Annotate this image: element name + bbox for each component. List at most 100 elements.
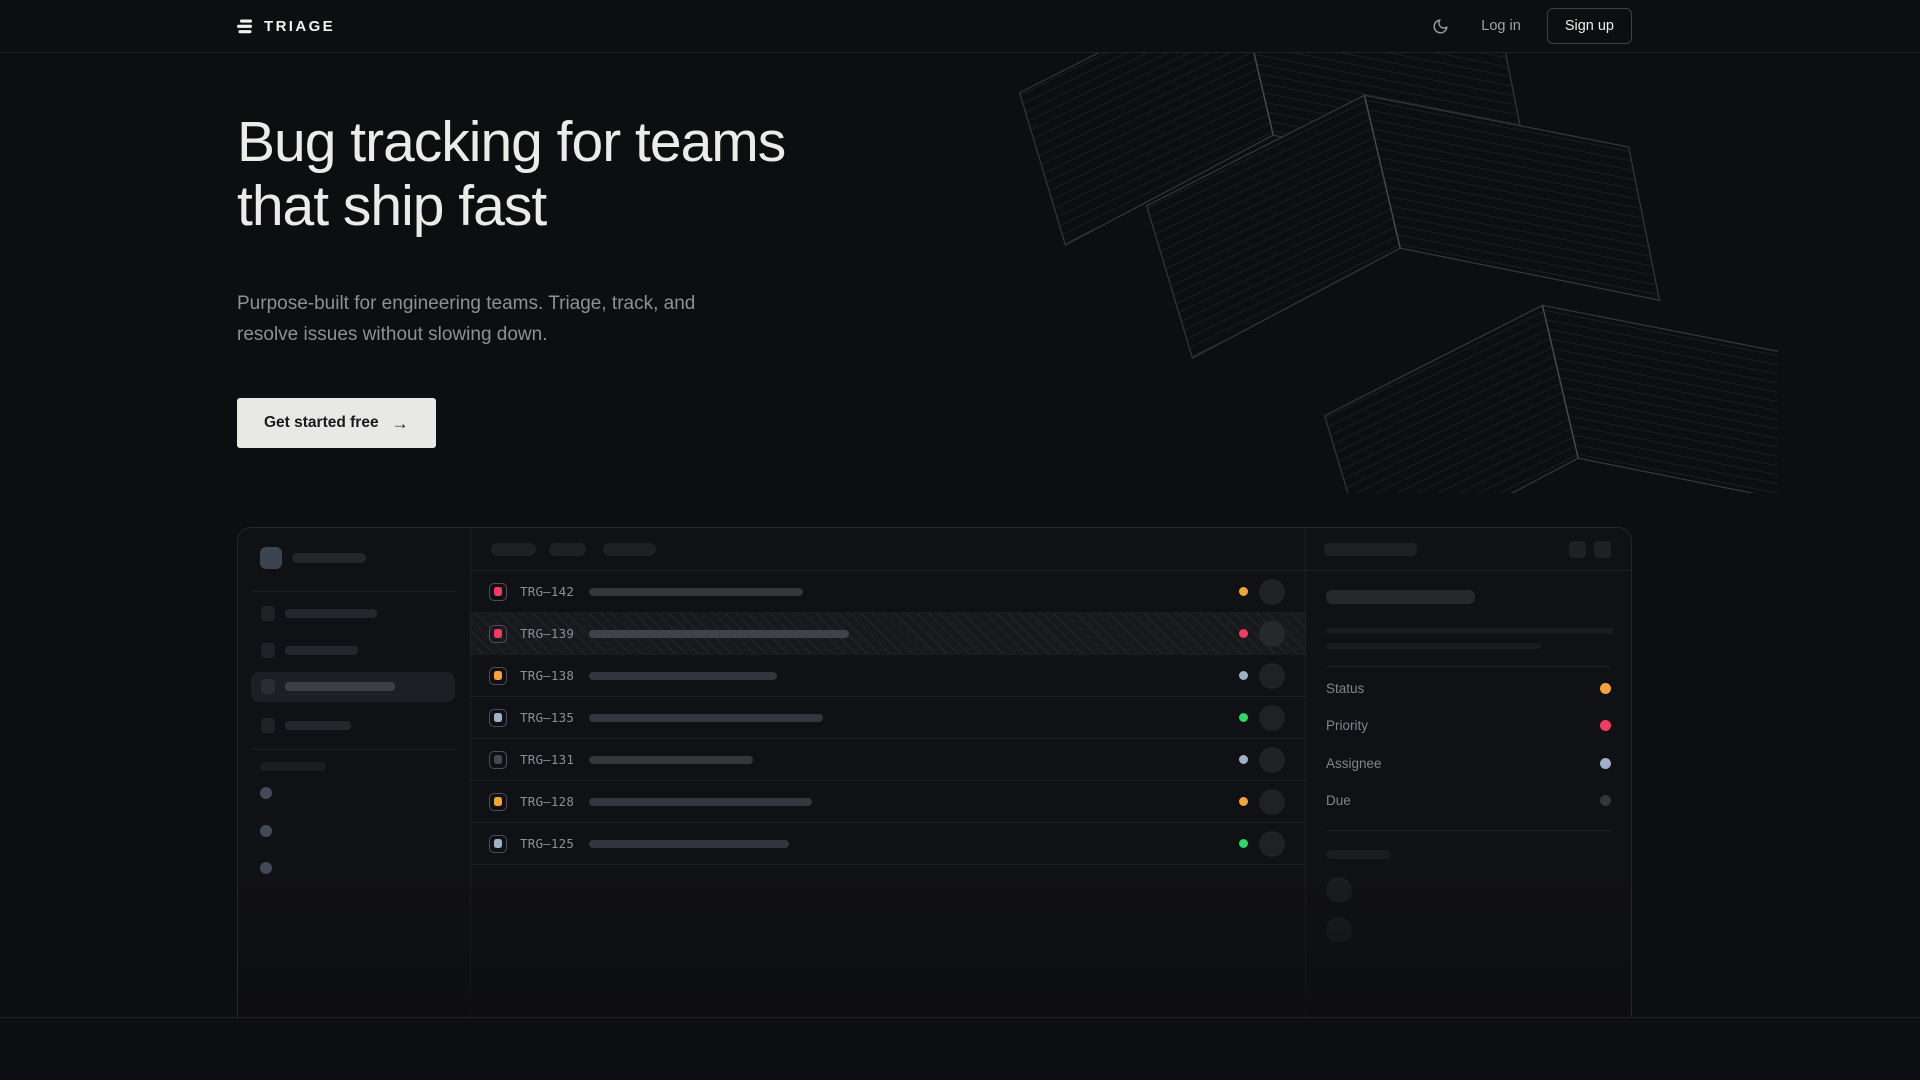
- decoration-3d-wireframes: [988, 53, 1778, 493]
- sidebar-nav-label-skeleton: [285, 646, 358, 655]
- issue-status-icon: [489, 582, 507, 601]
- issue-title-skeleton: [589, 755, 754, 764]
- activity-avatar-skeleton: [1326, 877, 1352, 903]
- moon-icon: [1432, 18, 1449, 35]
- detail-field-value-dot: [1600, 795, 1611, 806]
- detail-field-row: Status: [1306, 670, 1631, 706]
- issue-title-skeleton: [589, 713, 824, 722]
- activity-avatar-skeleton: [1326, 917, 1352, 943]
- filter-pill-skeleton: [491, 543, 536, 556]
- detail-breadcrumb-skeleton: [1324, 543, 1417, 556]
- issue-list-panel: TRG–142 TRG–139 TRG–138 TRG–135: [471, 528, 1305, 1017]
- hero-title-line2: that ship fast: [237, 174, 547, 238]
- detail-field-label: Assignee: [1326, 755, 1382, 771]
- arrow-right-icon: →: [391, 413, 409, 433]
- hero-title-line1: Bug tracking for teams: [237, 110, 786, 174]
- app-mockup-card: TRG–142 TRG–139 TRG–138 TRG–135: [237, 527, 1632, 1017]
- issue-priority-dot: [1239, 713, 1248, 722]
- sidebar-label-dot: [260, 862, 272, 874]
- issue-priority-dot: [1239, 839, 1248, 848]
- issue-row: TRG–128: [471, 781, 1305, 823]
- sidebar-nav-label-skeleton: [285, 721, 351, 730]
- sidebar-nav-icon-skeleton: [261, 606, 275, 621]
- detail-field-value-dot: [1600, 682, 1611, 694]
- issue-title-skeleton: [589, 671, 778, 680]
- filter-pill-skeleton: [603, 543, 656, 556]
- sidebar-active-label-skeleton: [285, 682, 395, 691]
- sidebar-nav-icon-skeleton: [261, 643, 275, 658]
- issue-title-skeleton: [589, 839, 790, 848]
- issue-status-icon: [489, 666, 507, 685]
- detail-field-label: Status: [1326, 680, 1365, 696]
- filter-pill-skeleton: [549, 543, 586, 556]
- issue-status-icon: [489, 792, 507, 811]
- activity-label-skeleton: [1326, 850, 1391, 859]
- issue-priority-dot: [1239, 671, 1248, 680]
- issue-priority-dot: [1239, 797, 1248, 806]
- detail-description-skeleton: [1326, 643, 1541, 649]
- detail-description-skeleton: [1326, 628, 1613, 634]
- sidebar-section-skeleton: [260, 762, 326, 771]
- assignee-avatar: [1259, 746, 1285, 773]
- issue-list-header: [471, 528, 1305, 571]
- issue-detail-panel: Status Priority Assignee Due: [1305, 528, 1631, 1017]
- issue-row: TRG–139: [471, 613, 1305, 655]
- issue-row-meta: [1239, 746, 1305, 773]
- brand-name: TRIAGE: [264, 17, 336, 35]
- detail-field-label: Due: [1326, 793, 1351, 808]
- issue-priority-dot: [1239, 587, 1248, 596]
- issue-id: TRG–131: [520, 752, 575, 767]
- top-navigation: TRIAGE Log in Sign up: [0, 0, 1920, 53]
- assignee-avatar: [1259, 704, 1285, 731]
- detail-field-value-dot: [1600, 720, 1611, 731]
- theme-toggle-button[interactable]: [1423, 9, 1457, 43]
- sidebar-label-dot: [260, 825, 272, 837]
- issue-row-meta: [1239, 662, 1305, 689]
- issue-row: TRG–138: [471, 655, 1305, 697]
- issue-id: TRG–135: [520, 710, 575, 725]
- detail-field-value-dot: [1600, 757, 1611, 769]
- issue-id: TRG–139: [520, 626, 575, 641]
- detail-title-skeleton: [1326, 590, 1475, 604]
- assignee-avatar: [1259, 830, 1285, 857]
- login-link[interactable]: Log in: [1481, 18, 1521, 34]
- detail-divider: [1326, 666, 1611, 667]
- issue-row-meta: [1239, 788, 1305, 815]
- issue-row: TRG–135: [471, 697, 1305, 739]
- sidebar-workspace-skeleton: [292, 553, 366, 563]
- assignee-avatar: [1259, 578, 1285, 605]
- issue-rows: TRG–142 TRG–139 TRG–138 TRG–135: [471, 571, 1305, 865]
- get-started-label: Get started free: [264, 414, 379, 431]
- issue-id: TRG–142: [520, 584, 575, 599]
- issue-priority-dot: [1239, 755, 1248, 764]
- sidebar-nav-label-skeleton: [285, 609, 377, 618]
- issue-title-skeleton: [589, 797, 813, 806]
- issue-title-skeleton: [589, 587, 804, 596]
- assignee-avatar: [1259, 620, 1285, 647]
- issue-row-meta: [1239, 578, 1305, 605]
- triage-bars-logo-icon: [237, 19, 253, 34]
- signup-button[interactable]: Sign up: [1546, 8, 1632, 44]
- issue-id: TRG–125: [520, 836, 575, 851]
- get-started-button[interactable]: Get started free →: [237, 398, 436, 448]
- detail-field-row: Due: [1306, 783, 1631, 819]
- issue-row-meta: [1239, 830, 1305, 857]
- detail-divider: [1326, 830, 1611, 831]
- detail-field-row: Assignee: [1306, 745, 1631, 781]
- mockup-sidebar: [238, 528, 471, 1017]
- issue-id: TRG–128: [520, 794, 575, 809]
- issue-id: TRG–138: [520, 668, 575, 683]
- panel-action-skeleton: [1569, 541, 1586, 558]
- issue-status-icon: [489, 624, 507, 643]
- issue-title-skeleton: [589, 629, 850, 638]
- hero-title: Bug tracking for teams that ship fast: [237, 110, 786, 238]
- issue-status-icon: [489, 750, 507, 769]
- panel-action-skeleton: [1594, 541, 1611, 558]
- issue-row: TRG–125: [471, 823, 1305, 865]
- sidebar-nav-icon-skeleton: [261, 679, 275, 694]
- issue-priority-dot: [1239, 629, 1248, 638]
- detail-field-label: Priority: [1326, 718, 1369, 733]
- issue-row: TRG–131: [471, 739, 1305, 781]
- sidebar-nav-icon-skeleton: [261, 718, 275, 733]
